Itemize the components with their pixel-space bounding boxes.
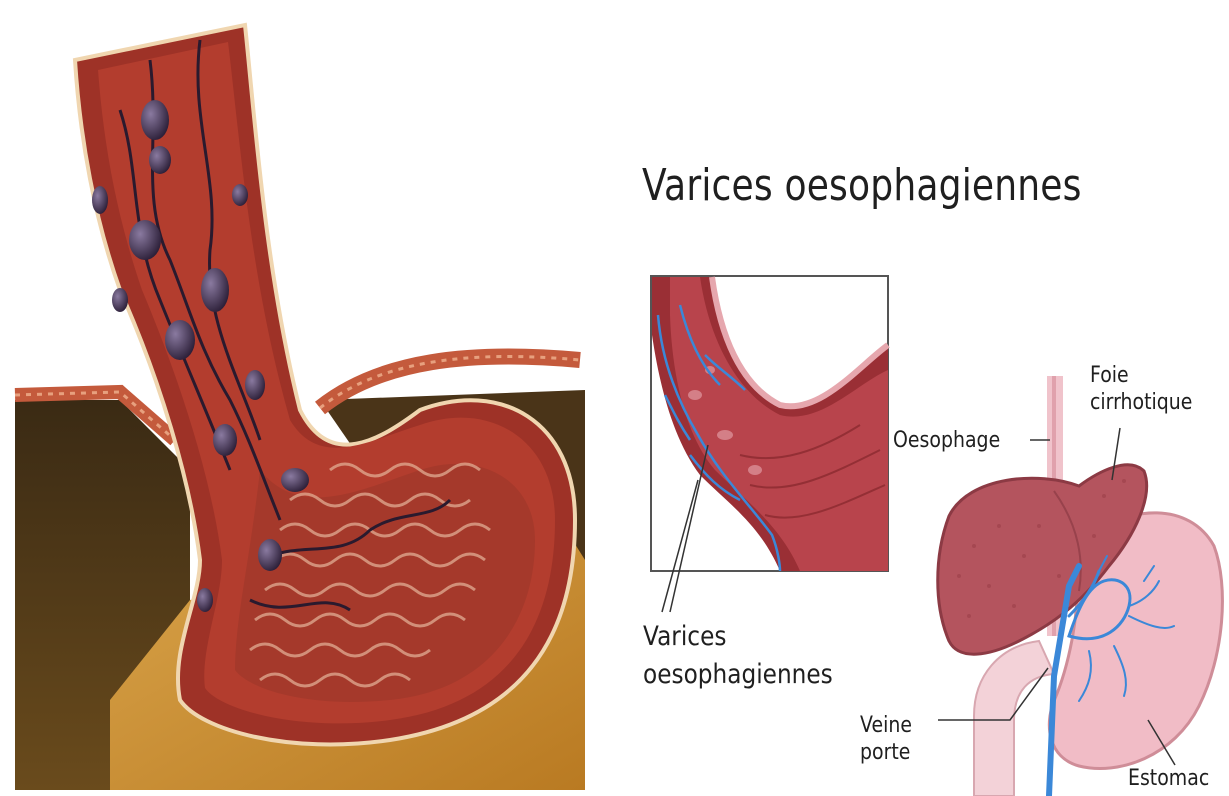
label-foie: Foie cirrhotique	[1090, 362, 1192, 416]
label-veine-porte: Veine porte	[860, 712, 912, 766]
inset-closeup	[650, 275, 890, 575]
label-estomac: Estomac	[1128, 765, 1209, 792]
label-foie-line1: Foie	[1090, 362, 1192, 389]
label-veine-line2: porte	[860, 739, 912, 766]
label-varices-line2: oesophagiennes	[643, 656, 833, 694]
label-foie-line2: cirrhotique	[1090, 389, 1192, 416]
label-oesophage: Oesophage	[893, 427, 1000, 454]
anatomical-illustration	[0, 0, 600, 796]
label-varices-line1: Varices	[643, 618, 833, 656]
figure-title: Varices oesophagiennes	[642, 160, 1082, 211]
label-varices: Varices oesophagiennes	[643, 618, 833, 694]
label-veine-line1: Veine	[860, 712, 912, 739]
portal-vein-lower	[974, 641, 1054, 796]
